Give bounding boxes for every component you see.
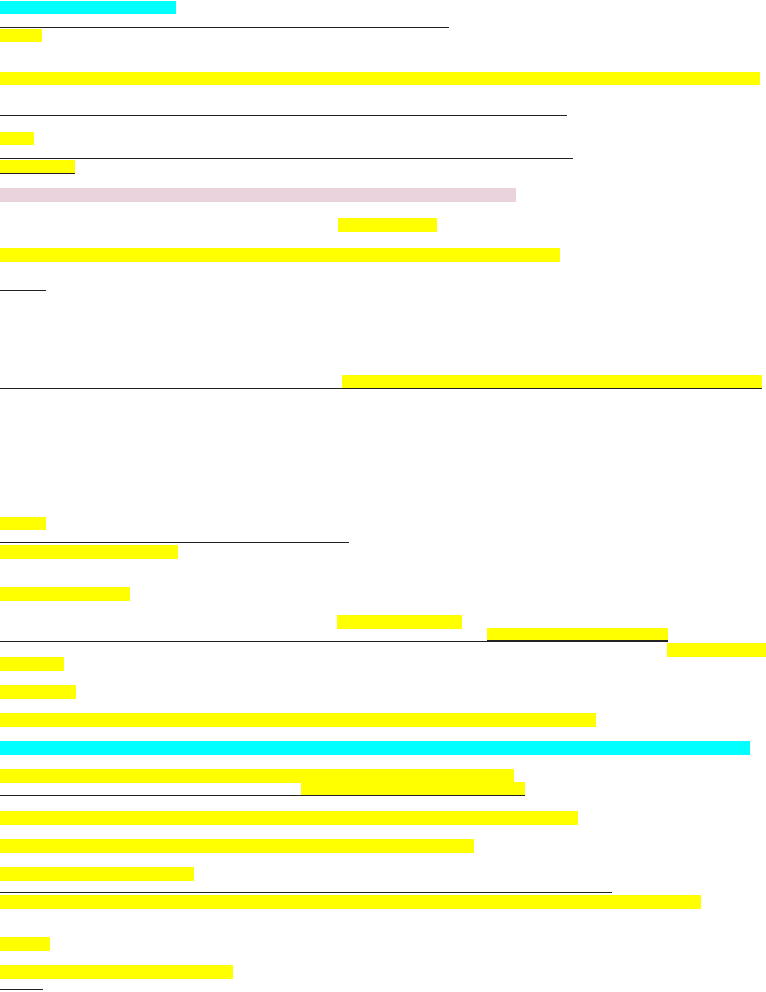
highlight-bar (338, 218, 437, 232)
divider-line (0, 158, 573, 159)
divider-line (0, 641, 668, 642)
divider-line (0, 795, 525, 796)
highlight-bar (0, 895, 701, 909)
highlight-bar (0, 517, 46, 530)
highlight-bar (0, 741, 750, 755)
highlight-bar (0, 545, 178, 559)
highlight-bar (301, 782, 525, 796)
highlight-bar (0, 839, 474, 853)
highlight-bar (667, 643, 766, 657)
highlight-bar (0, 937, 50, 951)
highlight-bar (0, 769, 514, 783)
highlight-bar (0, 685, 76, 699)
highlight-bar (0, 587, 130, 601)
divider-line (0, 989, 43, 990)
highlight-bar (0, 867, 194, 881)
divider-line (0, 542, 349, 543)
highlight-bar (0, 248, 560, 262)
highlight-bar (487, 628, 668, 641)
highlight-bar (0, 713, 596, 727)
highlight-bar (0, 160, 75, 174)
highlight-bar (0, 72, 760, 85)
divider-line (0, 388, 762, 389)
highlight-bar (0, 29, 42, 42)
highlight-bar (0, 657, 64, 671)
divider-line (0, 892, 612, 893)
highlight-bar (0, 965, 233, 979)
divider-line (0, 27, 449, 28)
highlight-bar (337, 615, 462, 629)
highlight-bar (0, 1, 176, 14)
highlight-bar (342, 375, 762, 388)
highlight-bar (0, 132, 34, 145)
divider-line (0, 115, 567, 116)
highlight-bar (0, 811, 578, 825)
divider-line (0, 290, 46, 291)
highlight-bar (0, 188, 516, 202)
